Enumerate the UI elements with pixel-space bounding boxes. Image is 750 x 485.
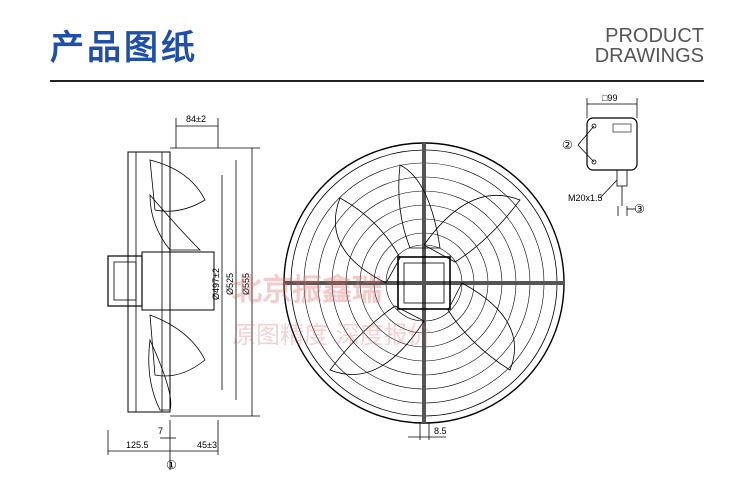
dim-45-label: 45±3	[197, 440, 217, 450]
fan-blade	[329, 305, 425, 375]
junction-box-label	[612, 123, 632, 133]
hub	[141, 251, 215, 311]
header-divider	[50, 80, 704, 82]
watermark-line-2: 原图精度 深度报价	[232, 321, 432, 349]
screw	[591, 123, 597, 129]
screw	[591, 159, 597, 165]
dim-125-label: 125.5	[126, 440, 149, 450]
fan-blade	[423, 194, 521, 263]
callout-2-label: ②	[562, 138, 573, 152]
callout-3-label: ③	[634, 202, 645, 216]
watermark-line-1: 北京振鑫瑞	[232, 273, 382, 308]
callout-1-label: ①	[166, 458, 177, 472]
motor-hub	[397, 256, 451, 310]
junction-box-view	[577, 98, 638, 216]
cable-gland	[616, 169, 628, 187]
front-view	[283, 142, 565, 440]
fan-blade	[398, 164, 441, 249]
motor-hub-inner	[403, 262, 445, 304]
dim-7-label: 7	[158, 426, 163, 436]
blade-lower	[149, 314, 206, 377]
blade-lower-2	[148, 338, 172, 411]
side-view	[107, 118, 260, 470]
dim-84-label: 84±2	[186, 114, 206, 124]
dim-8-5-label: 8.5	[434, 426, 447, 436]
fan-blade	[335, 197, 401, 284]
motor-inner	[113, 261, 137, 301]
dim-99-label: □99	[602, 93, 617, 103]
dim-497-label: Ø497±2	[211, 268, 221, 300]
callout-leader	[599, 179, 618, 199]
junction-box	[586, 117, 638, 171]
guard-frame	[127, 151, 171, 413]
blade-upper-2	[149, 193, 201, 251]
blade-upper	[149, 159, 206, 212]
subtitle-line-2: DRAWINGS	[594, 45, 704, 67]
motor-body	[107, 255, 143, 307]
page-title: 产品图纸	[50, 28, 198, 68]
dim-525-label: Ø525	[225, 273, 235, 295]
fan-blade	[447, 282, 515, 371]
dim-555-label: Ø555	[241, 273, 251, 295]
cable-gland-label: M20x1.5	[568, 193, 603, 203]
callout-leader	[577, 125, 595, 146]
page-subtitle: PRODUCT DRAWINGS	[595, 26, 704, 66]
callout-leader	[577, 144, 595, 163]
subtitle-line-1: PRODUCT	[605, 25, 704, 47]
